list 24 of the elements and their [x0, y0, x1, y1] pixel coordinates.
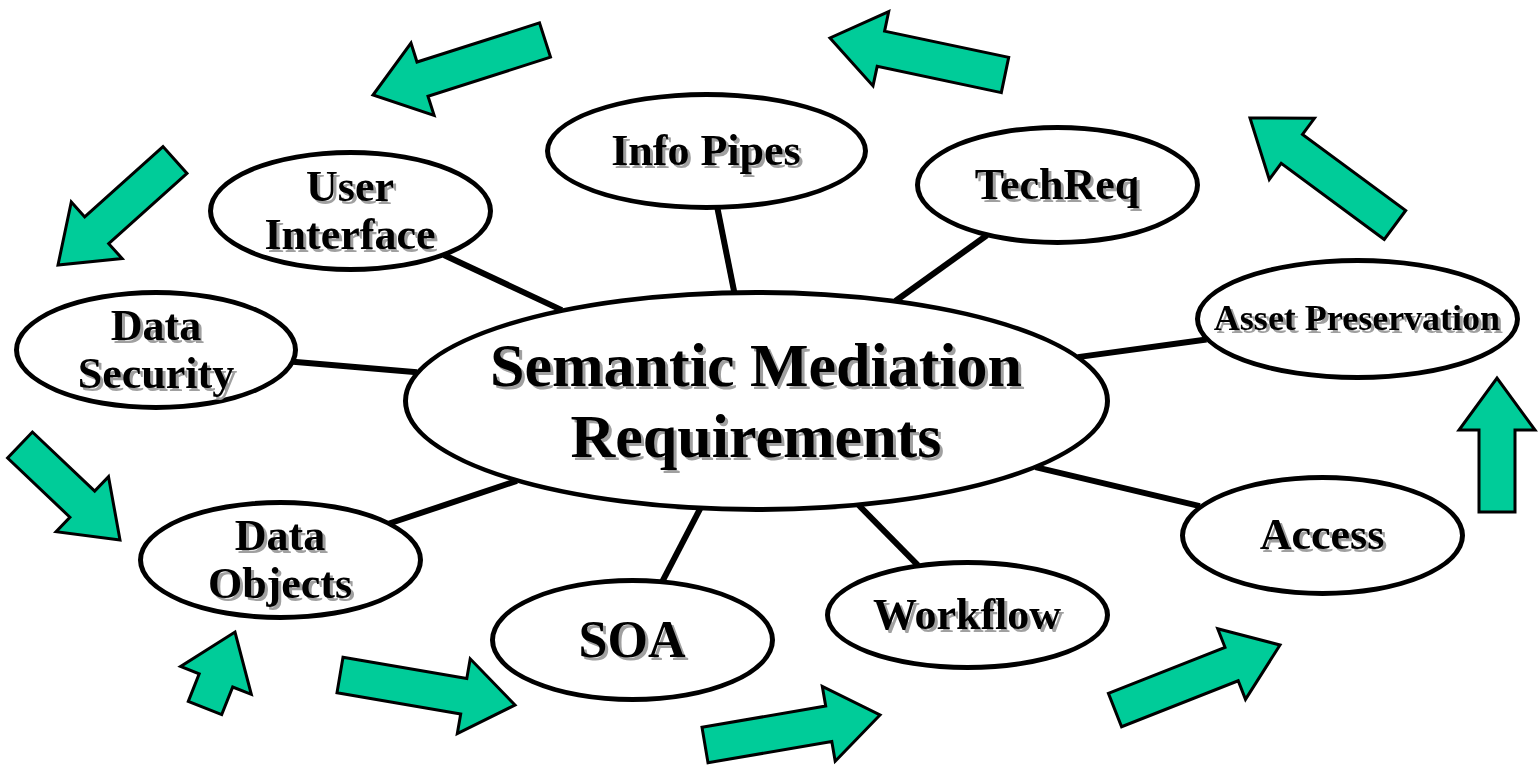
block-arrow: [56, 144, 190, 267]
block-arrow: [1247, 116, 1408, 242]
block-arrow: [1106, 626, 1283, 729]
node-label: Asset Preservation: [1213, 299, 1501, 339]
block-arrow: [700, 683, 883, 765]
node-label: User Interface: [263, 162, 437, 260]
node-label: Data Security: [76, 301, 236, 399]
connector-line: [1077, 336, 1207, 361]
node-label: TechReq: [974, 160, 1140, 210]
node-label: SOA: [578, 611, 686, 669]
node-label: Workflow: [872, 590, 1062, 640]
node-label: Data Objects: [206, 511, 354, 609]
connector-line: [388, 478, 518, 527]
connector-line: [442, 252, 564, 313]
node-label: Semantic Mediation Requirements: [488, 329, 1024, 472]
block-arrow: [335, 655, 518, 737]
node-label: Access: [1259, 510, 1385, 560]
block-arrow: [370, 21, 553, 118]
block-arrow: [5, 429, 122, 542]
connector-line: [1034, 464, 1201, 509]
block-arrow: [1456, 375, 1538, 514]
block-arrow: [827, 9, 1011, 95]
node-label: Info Pipes: [611, 126, 801, 176]
block-arrow: [177, 629, 254, 717]
